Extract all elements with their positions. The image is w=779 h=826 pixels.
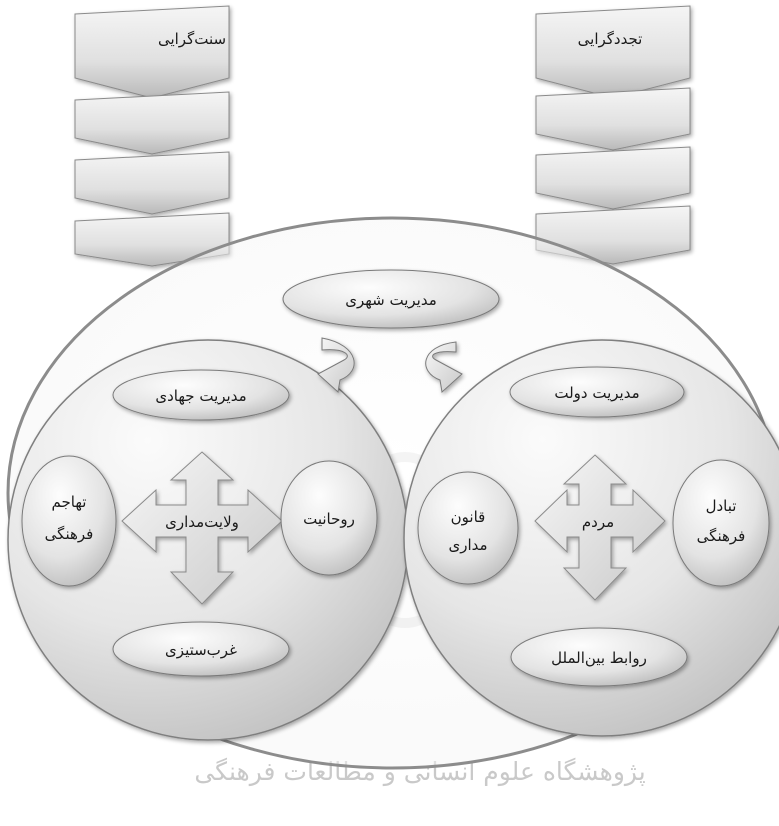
right-top-node-label: مدیریت دولت bbox=[554, 384, 639, 402]
right-left-node-label-1: قانون bbox=[451, 508, 486, 526]
left-left-node-label-1: تهاجم bbox=[52, 493, 87, 511]
chevron-right-step-2 bbox=[535, 146, 691, 210]
left-top-node bbox=[112, 369, 290, 421]
top-node-label: مدیریت شهری bbox=[345, 291, 437, 309]
left-right-node-label: روحانیت bbox=[303, 510, 355, 528]
chevron-column-left: سنت‌گرایی bbox=[74, 5, 230, 267]
left-left-node-label-2: فرهنگی bbox=[45, 525, 94, 543]
right-right-node-label-2: فرهنگی bbox=[697, 527, 746, 545]
chevron-left-step-2 bbox=[74, 151, 230, 215]
right-right-node-label-1: تبادل bbox=[706, 497, 737, 515]
right-center-label: مردم bbox=[582, 513, 614, 531]
chevron-left-title-label: سنت‌گرایی bbox=[158, 30, 226, 48]
right-quad-arrow-icon bbox=[534, 454, 666, 601]
right-left-node-label-2: مداری bbox=[448, 536, 487, 554]
left-center-label: ولایت‌مداری bbox=[165, 513, 239, 531]
chevron-left-title bbox=[74, 5, 230, 99]
right-bottom-node bbox=[510, 627, 688, 687]
curved-arrow-left-icon bbox=[317, 337, 355, 393]
left-quad-arrow-icon bbox=[121, 451, 283, 605]
right-left-node bbox=[417, 471, 519, 585]
chevron-right-title-label: تجددگرایی bbox=[578, 30, 643, 48]
chevron-column-right: تجددگرایی bbox=[535, 5, 691, 265]
left-right-node bbox=[280, 460, 378, 576]
chevron-right-title bbox=[535, 5, 691, 99]
left-bottom-node bbox=[112, 621, 290, 677]
right-bottom-node-label: روابط بین‌الملل bbox=[551, 649, 647, 667]
left-top-node-label: مدیریت جهادی bbox=[155, 387, 246, 405]
right-top-node bbox=[509, 366, 685, 418]
chevron-right-step-1 bbox=[535, 87, 691, 151]
curved-arrow-right-icon bbox=[425, 341, 463, 393]
left-left-node bbox=[21, 455, 117, 587]
right-right-node bbox=[672, 459, 770, 587]
left-bottom-node-label: غرب‌ستیزی bbox=[165, 641, 237, 659]
chevron-left-step-1 bbox=[74, 91, 230, 155]
top-node bbox=[282, 269, 500, 329]
